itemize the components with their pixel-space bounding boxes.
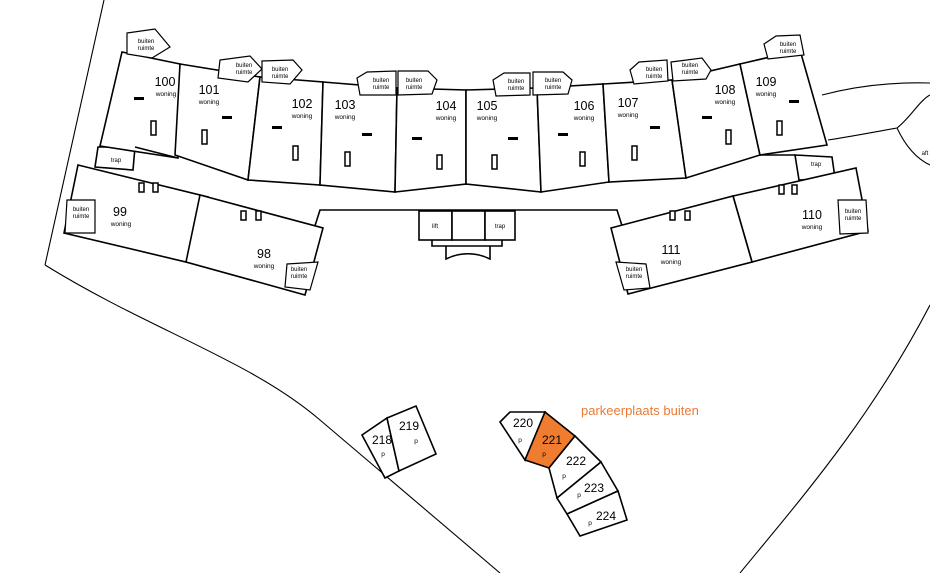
- svg-text:buiten: buiten: [291, 267, 307, 273]
- svg-text:buiten: buiten: [646, 67, 662, 73]
- stairwell-center: [484, 210, 516, 241]
- unit-number: 101: [199, 83, 220, 97]
- parking-number: 224: [596, 509, 616, 523]
- parking-number: 218: [372, 433, 392, 447]
- lower-wings: [63, 164, 869, 296]
- parking-number: 223: [584, 481, 604, 495]
- unit-label: woning: [435, 115, 457, 122]
- window-marks: [134, 97, 799, 221]
- svg-text:ruimte: ruimte: [545, 85, 562, 91]
- parking-number: 220: [513, 416, 533, 430]
- unit-number: 110: [802, 208, 822, 222]
- lift-label: lift: [432, 224, 438, 230]
- unit-labels: 100 woning 101 woning 102 woning 103 won…: [110, 75, 823, 270]
- unit-label: woning: [198, 99, 220, 106]
- svg-text:ruimte: ruimte: [682, 70, 699, 76]
- svg-text:ruimte: ruimte: [646, 74, 663, 80]
- unit-label: woning: [755, 91, 777, 98]
- svg-text:buiten: buiten: [845, 209, 861, 215]
- site-boundary: [44, 0, 930, 573]
- lift-shaft: [418, 210, 453, 241]
- unit-number: 104: [436, 99, 457, 113]
- outdoor-spaces: [64, 28, 869, 291]
- svg-text:buiten: buiten: [272, 67, 288, 73]
- svg-text:ruimte: ruimte: [373, 85, 390, 91]
- unit-number: 98: [257, 247, 271, 261]
- parking-number-selected: 221: [542, 433, 562, 447]
- unit-number: 109: [756, 75, 777, 89]
- unit-label: woning: [291, 113, 313, 120]
- unit-label: woning: [617, 112, 639, 119]
- unit-label: woning: [334, 114, 356, 121]
- parking-label: p: [381, 451, 385, 458]
- stair-label-left: trap: [111, 158, 122, 164]
- unit-label: woning: [110, 221, 132, 228]
- svg-text:buiten: buiten: [545, 78, 561, 84]
- svg-text:ruimte: ruimte: [291, 274, 308, 280]
- unit-number: 105: [477, 99, 498, 113]
- svg-text:buiten: buiten: [682, 63, 698, 69]
- svg-text:ruimte: ruimte: [138, 46, 155, 52]
- svg-text:ruimte: ruimte: [626, 274, 643, 280]
- svg-text:ruimte: ruimte: [780, 49, 797, 55]
- cut-off-label: aft: [922, 151, 929, 157]
- svg-text:buiten: buiten: [236, 63, 252, 69]
- parking-label: p: [518, 437, 522, 444]
- unit-label: woning: [476, 115, 498, 122]
- svg-text:buiten: buiten: [73, 207, 89, 213]
- parking-label: p: [542, 451, 546, 458]
- unit-label: woning: [714, 99, 736, 106]
- svg-text:ruimte: ruimte: [406, 85, 423, 91]
- svg-text:ruimte: ruimte: [845, 216, 862, 222]
- parking-number: 219: [399, 419, 419, 433]
- svg-text:buiten: buiten: [373, 78, 389, 84]
- stair-label-right: trap: [811, 162, 822, 168]
- unit-number: 100: [155, 75, 176, 89]
- unit-label: woning: [155, 91, 177, 98]
- unit-number: 107: [618, 96, 639, 110]
- unit-number: 106: [574, 99, 595, 113]
- parking-legend: parkeerplaats buiten: [581, 403, 699, 418]
- svg-text:buiten: buiten: [406, 78, 422, 84]
- svg-text:buiten: buiten: [508, 79, 524, 85]
- unit-number: 108: [715, 83, 736, 97]
- parking-label: p: [562, 473, 566, 480]
- svg-text:buiten: buiten: [626, 267, 642, 273]
- unit-label: woning: [801, 224, 823, 231]
- svg-text:buiten: buiten: [780, 42, 796, 48]
- unit-number: 111: [661, 243, 680, 257]
- top-unit-row: [99, 49, 829, 193]
- unit-label: woning: [573, 115, 595, 122]
- unit-number: 103: [335, 98, 356, 112]
- central-connection: lift trap: [312, 209, 625, 261]
- svg-text:ruimte: ruimte: [73, 214, 90, 220]
- svg-text:ruimte: ruimte: [272, 74, 289, 80]
- svg-text:ruimte: ruimte: [236, 70, 253, 76]
- parking-number: 222: [566, 454, 586, 468]
- parking-label: p: [577, 492, 581, 499]
- parking-block-right: 220 p 221 p 222 p 223 p 224 p: [498, 410, 628, 537]
- stair-label-center: trap: [495, 224, 506, 230]
- unit-label: woning: [660, 259, 682, 266]
- svg-text:buiten: buiten: [138, 39, 154, 45]
- parking-label: p: [414, 438, 418, 445]
- parking-block-left: 218 p 219 p: [360, 404, 438, 480]
- unit-number: 102: [292, 97, 313, 111]
- parking-label: p: [588, 520, 592, 527]
- svg-text:ruimte: ruimte: [508, 86, 525, 92]
- unit-label: woning: [253, 263, 275, 270]
- unit-number: 99: [113, 205, 127, 219]
